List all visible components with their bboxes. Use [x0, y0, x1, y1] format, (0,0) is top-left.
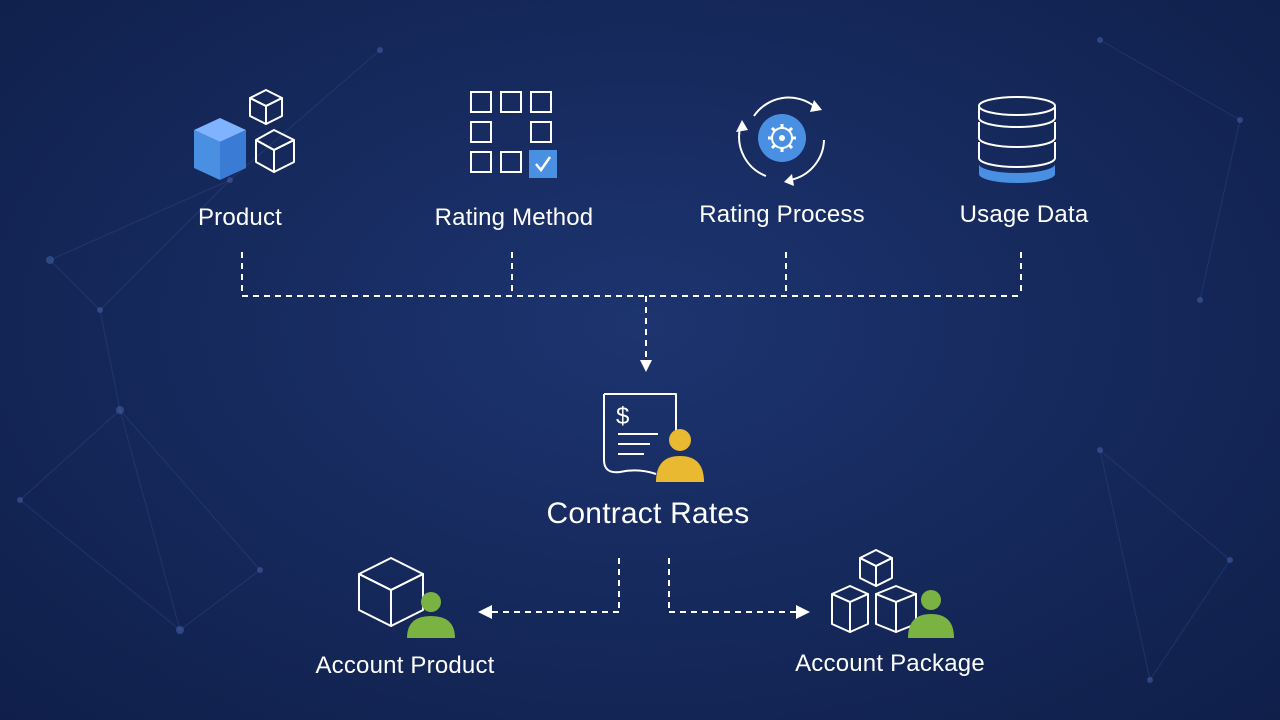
- cube-person-icon: [355, 556, 459, 647]
- cubes-person-icon: [828, 548, 958, 647]
- arrow-to-center: [640, 360, 652, 372]
- database-icon: [974, 94, 1062, 195]
- contract-person-icon: $: [598, 390, 710, 491]
- svg-text:$: $: [616, 403, 629, 430]
- cubes-icon: [190, 88, 300, 188]
- contract-rates-label: Contract Rates: [546, 497, 750, 530]
- usage-data-label: Usage Data: [959, 201, 1089, 228]
- checklist-grid-icon: [469, 90, 561, 187]
- rating-method-label: Rating Method: [434, 204, 594, 231]
- gear-cycle-icon: [732, 88, 832, 193]
- arrow-right: [796, 605, 810, 619]
- account-product-label: Account Product: [315, 652, 495, 679]
- arrow-left: [478, 605, 492, 619]
- product-label: Product: [197, 204, 283, 231]
- rating-process-label: Rating Process: [699, 201, 865, 228]
- account-package-label: Account Package: [795, 650, 985, 677]
